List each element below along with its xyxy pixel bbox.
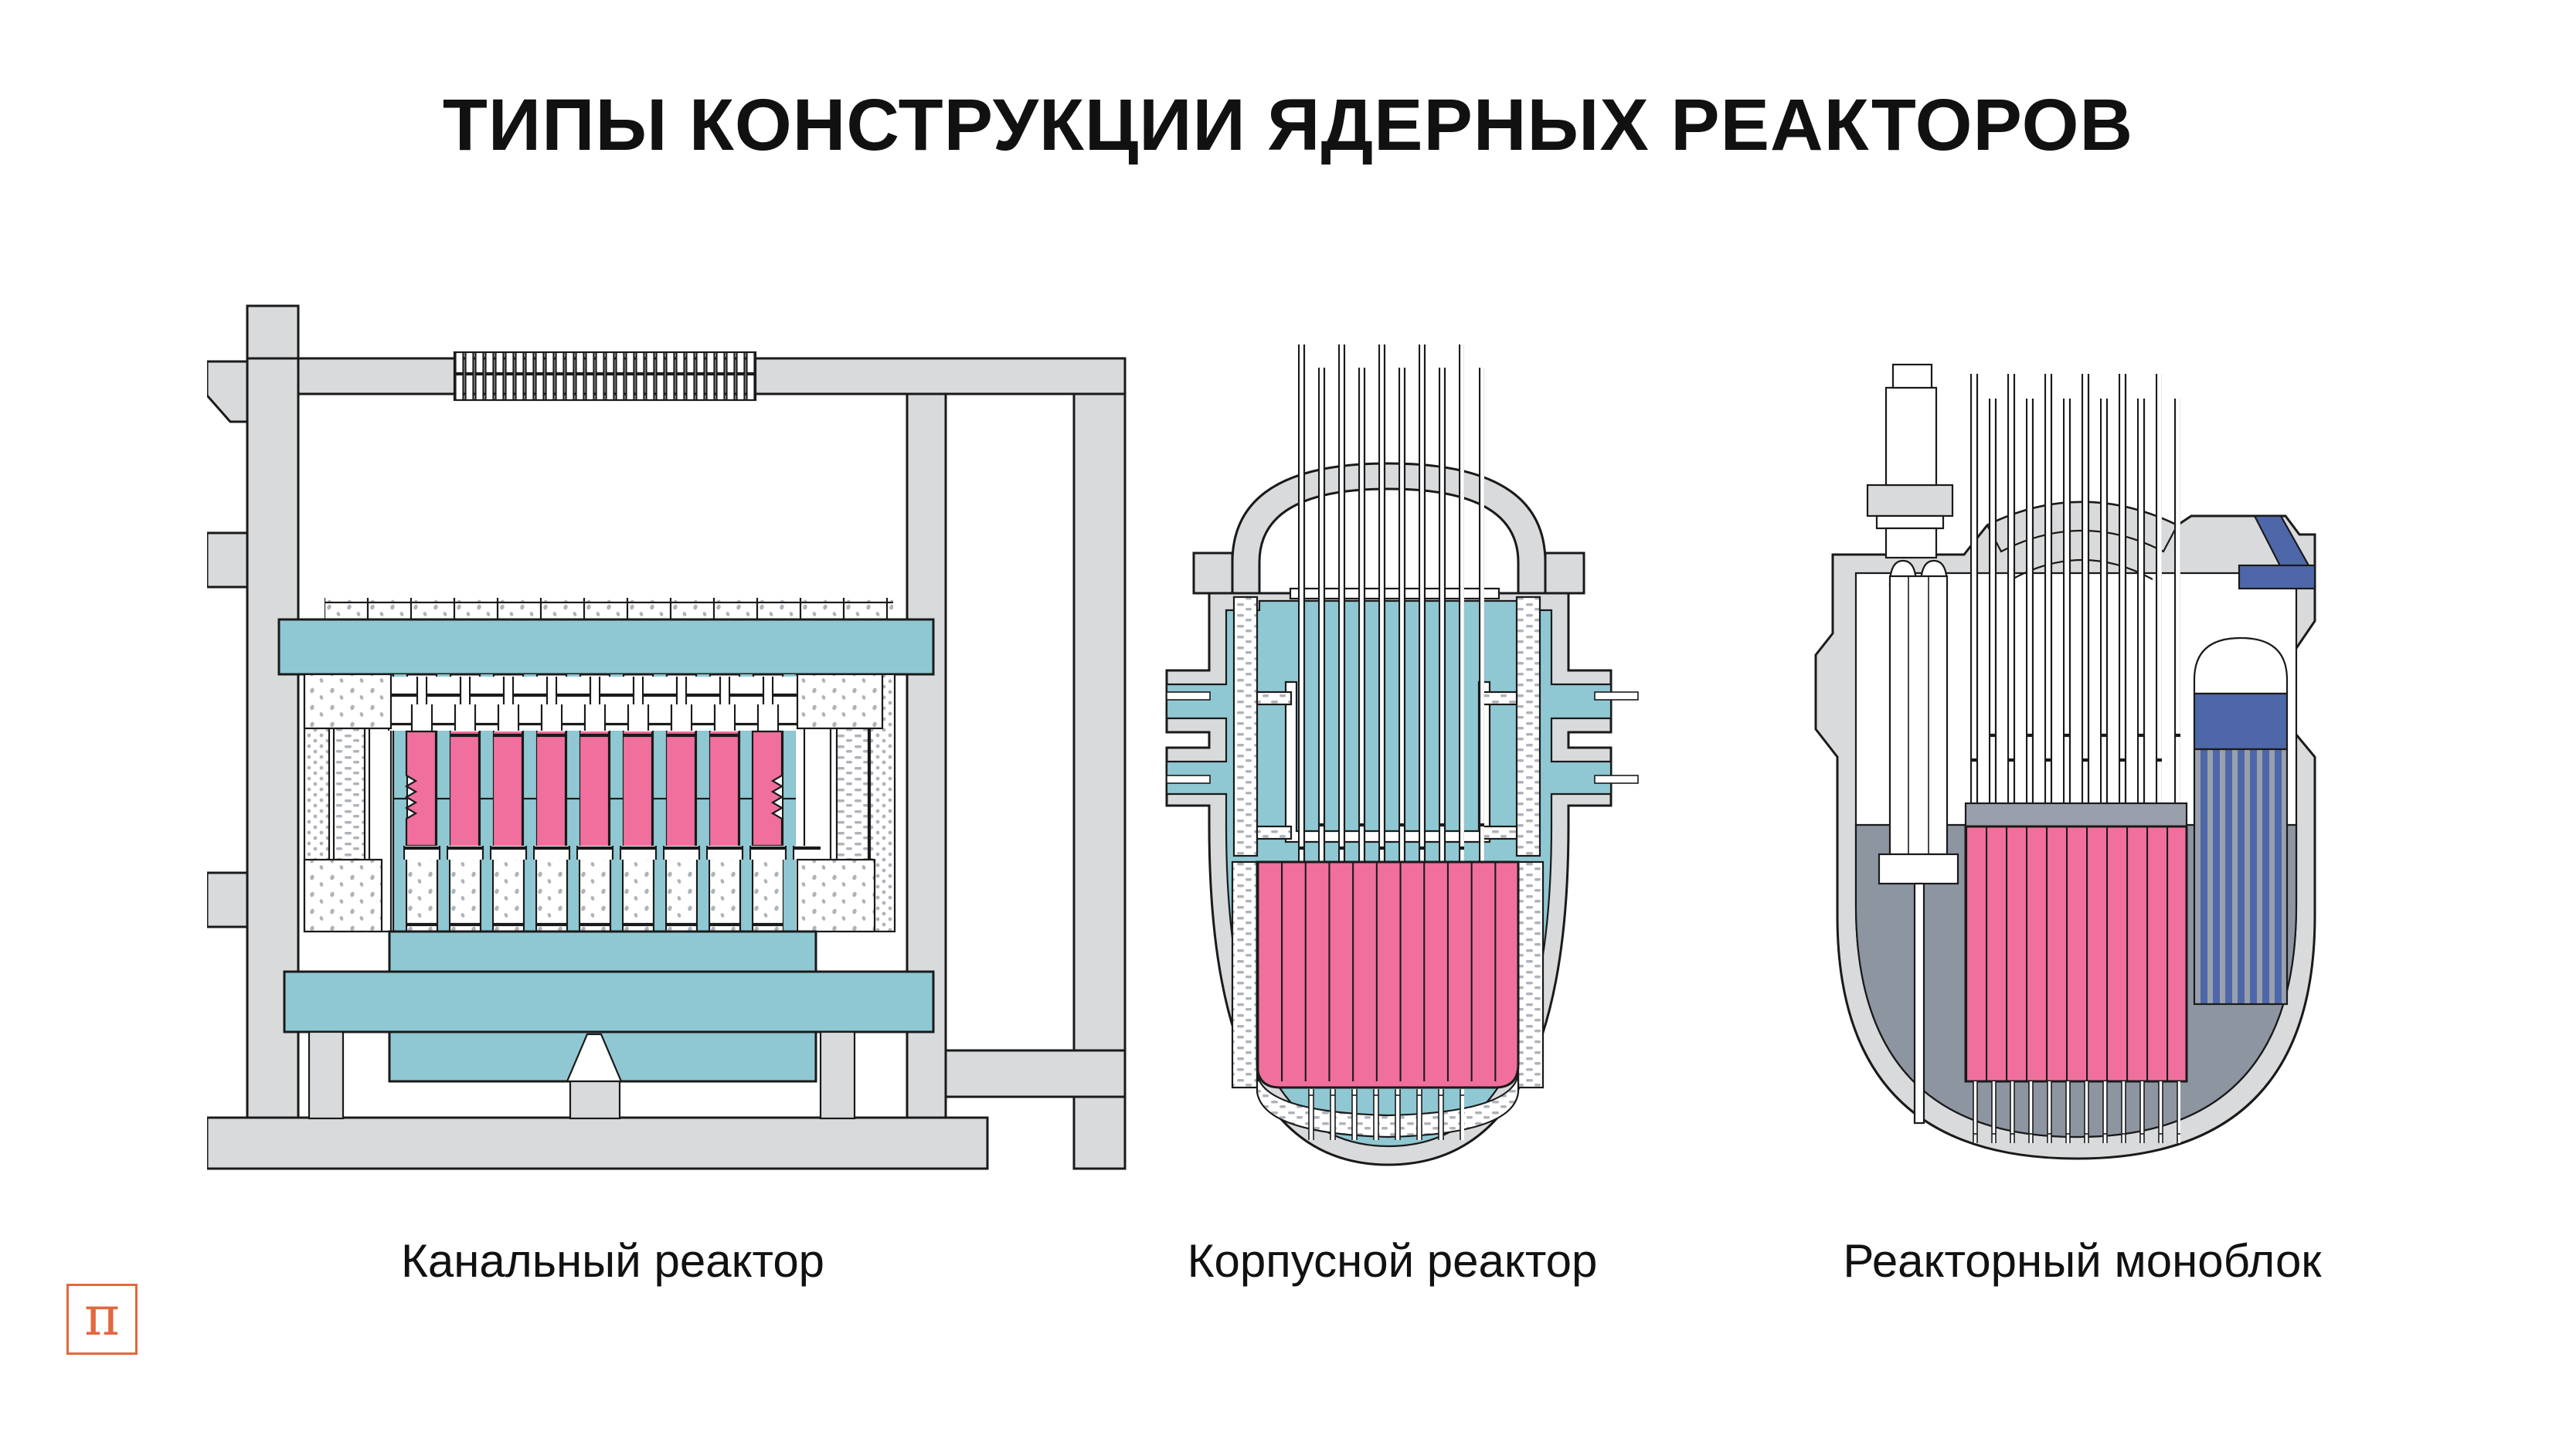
steam-generator [2193, 636, 2289, 1006]
channel-reactor-diagram [207, 304, 1127, 1170]
diagram-caption-channel-reactor: Канальный реактор [400, 1235, 825, 1287]
coolant-nozzle-slots [1166, 691, 1639, 784]
vessel-flange-right [1544, 551, 1585, 595]
monoblock-reactor-diagram [1814, 363, 2316, 1160]
reactor-core [1964, 825, 2188, 1083]
page-title: ТИПЫ КОНСТРУКЦИИ ЯДЕРНЫХ РЕАКТОРОВ [442, 84, 2134, 166]
vessel-flange-left [1192, 551, 1234, 595]
pi-logo: π [66, 1284, 138, 1355]
diagram-caption-vessel-reactor: Корпусной реактор [1187, 1235, 1598, 1287]
refueling-machine-rails [453, 351, 757, 402]
core-barrel [1232, 596, 1541, 857]
channel-caps [303, 673, 884, 731]
control-rods [1298, 344, 1484, 862]
upper-shield-slab [277, 618, 935, 676]
bottom-water-tank [283, 930, 935, 1120]
pi-logo-glyph: π [83, 1284, 120, 1348]
rod-extensions [1973, 1081, 2180, 1143]
control-rods [1970, 374, 2180, 803]
inlet-pipe [2238, 514, 2316, 590]
shield-blocks-row [325, 598, 893, 619]
diagram-caption-monoblock-reactor: Реакторный моноблок [1843, 1235, 2322, 1287]
pump-drive-assembly [1866, 363, 1959, 1125]
fuel-channels-core [404, 730, 784, 847]
reactor-core [1256, 860, 1520, 1089]
rod-extensions [1308, 1089, 1464, 1140]
core-top-plate [1964, 802, 2188, 828]
lower-channel-supports [303, 846, 876, 933]
vessel-reactor-diagram [1165, 344, 1639, 1166]
